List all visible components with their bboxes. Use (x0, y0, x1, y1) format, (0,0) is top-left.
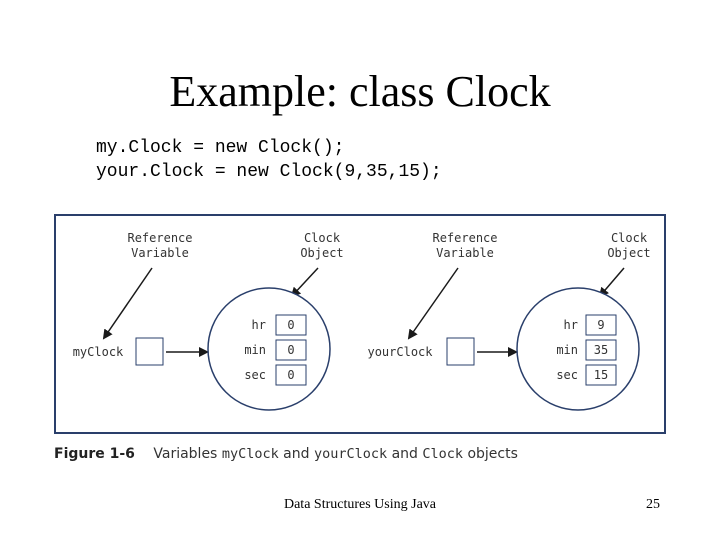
right-field-name-min: min (556, 343, 578, 357)
caption-text-2: and (283, 446, 310, 462)
caption-text-1: Variables (153, 446, 218, 462)
left-var-box (135, 337, 164, 366)
right-var-box (446, 337, 475, 366)
left-panel: Reference Variable Clock Object myClock … (73, 231, 344, 411)
left-field-value-sec: 0 (287, 368, 294, 382)
left-field-box-min (275, 339, 307, 361)
left-field-value-min: 0 (287, 343, 294, 357)
right-field-box-hr (585, 314, 617, 336)
right-ref-label-1: Reference (432, 231, 497, 245)
left-field-value-hr: 0 (287, 318, 294, 332)
right-obj-label-1: Clock (611, 231, 648, 245)
right-field-box-sec (585, 364, 617, 386)
right-panel: Reference Variable Clock Object yourCloc… (367, 231, 651, 411)
right-field-name-sec: sec (556, 368, 578, 382)
figure-caption: Figure 1-6 Variables myClock and yourClo… (54, 446, 518, 462)
left-var-name: myClock (73, 345, 124, 359)
right-field-value-sec: 15 (594, 368, 608, 382)
caption-text-3: and (391, 446, 418, 462)
left-field-box-sec (275, 364, 307, 386)
right-ref-arrow (407, 267, 459, 340)
left-field-name-sec: sec (244, 368, 266, 382)
slide-title: Example: class Clock (169, 67, 551, 116)
caption-code-1: myClock (221, 446, 279, 462)
right-obj-arrow (598, 267, 625, 298)
right-field-value-min: 35 (594, 343, 608, 357)
caption-text-4: objects (467, 446, 518, 462)
right-field-name-hr: hr (564, 318, 578, 332)
right-var-name: yourClock (367, 345, 433, 359)
left-obj-label-2: Object (300, 246, 343, 260)
caption-code-3: Clock (422, 446, 464, 462)
code-line-2: your.Clock = new Clock(9,35,15); (96, 162, 442, 182)
right-field-box-min (585, 339, 617, 361)
left-ref-label-2: Variable (131, 246, 189, 260)
left-ref-arrow (102, 267, 153, 340)
code-line-1: my.Clock = new Clock(); (96, 138, 345, 158)
page-number: 25 (646, 497, 660, 512)
left-field-box-hr (275, 314, 307, 336)
caption-code-2: yourClock (313, 446, 388, 462)
left-obj-label-1: Clock (304, 231, 341, 245)
left-field-name-min: min (244, 343, 266, 357)
right-clock-object (516, 287, 640, 411)
left-clock-object (207, 287, 331, 411)
right-ref-label-2: Variable (436, 246, 494, 260)
right-obj-label-2: Object (607, 246, 650, 260)
left-ref-label-1: Reference (127, 231, 192, 245)
footer-course-title: Data Structures Using Java (283, 497, 437, 512)
left-field-name-hr: hr (252, 318, 266, 332)
left-obj-arrow (290, 267, 319, 298)
right-field-value-hr: 9 (597, 318, 604, 332)
figure-number: Figure 1-6 (54, 446, 135, 462)
